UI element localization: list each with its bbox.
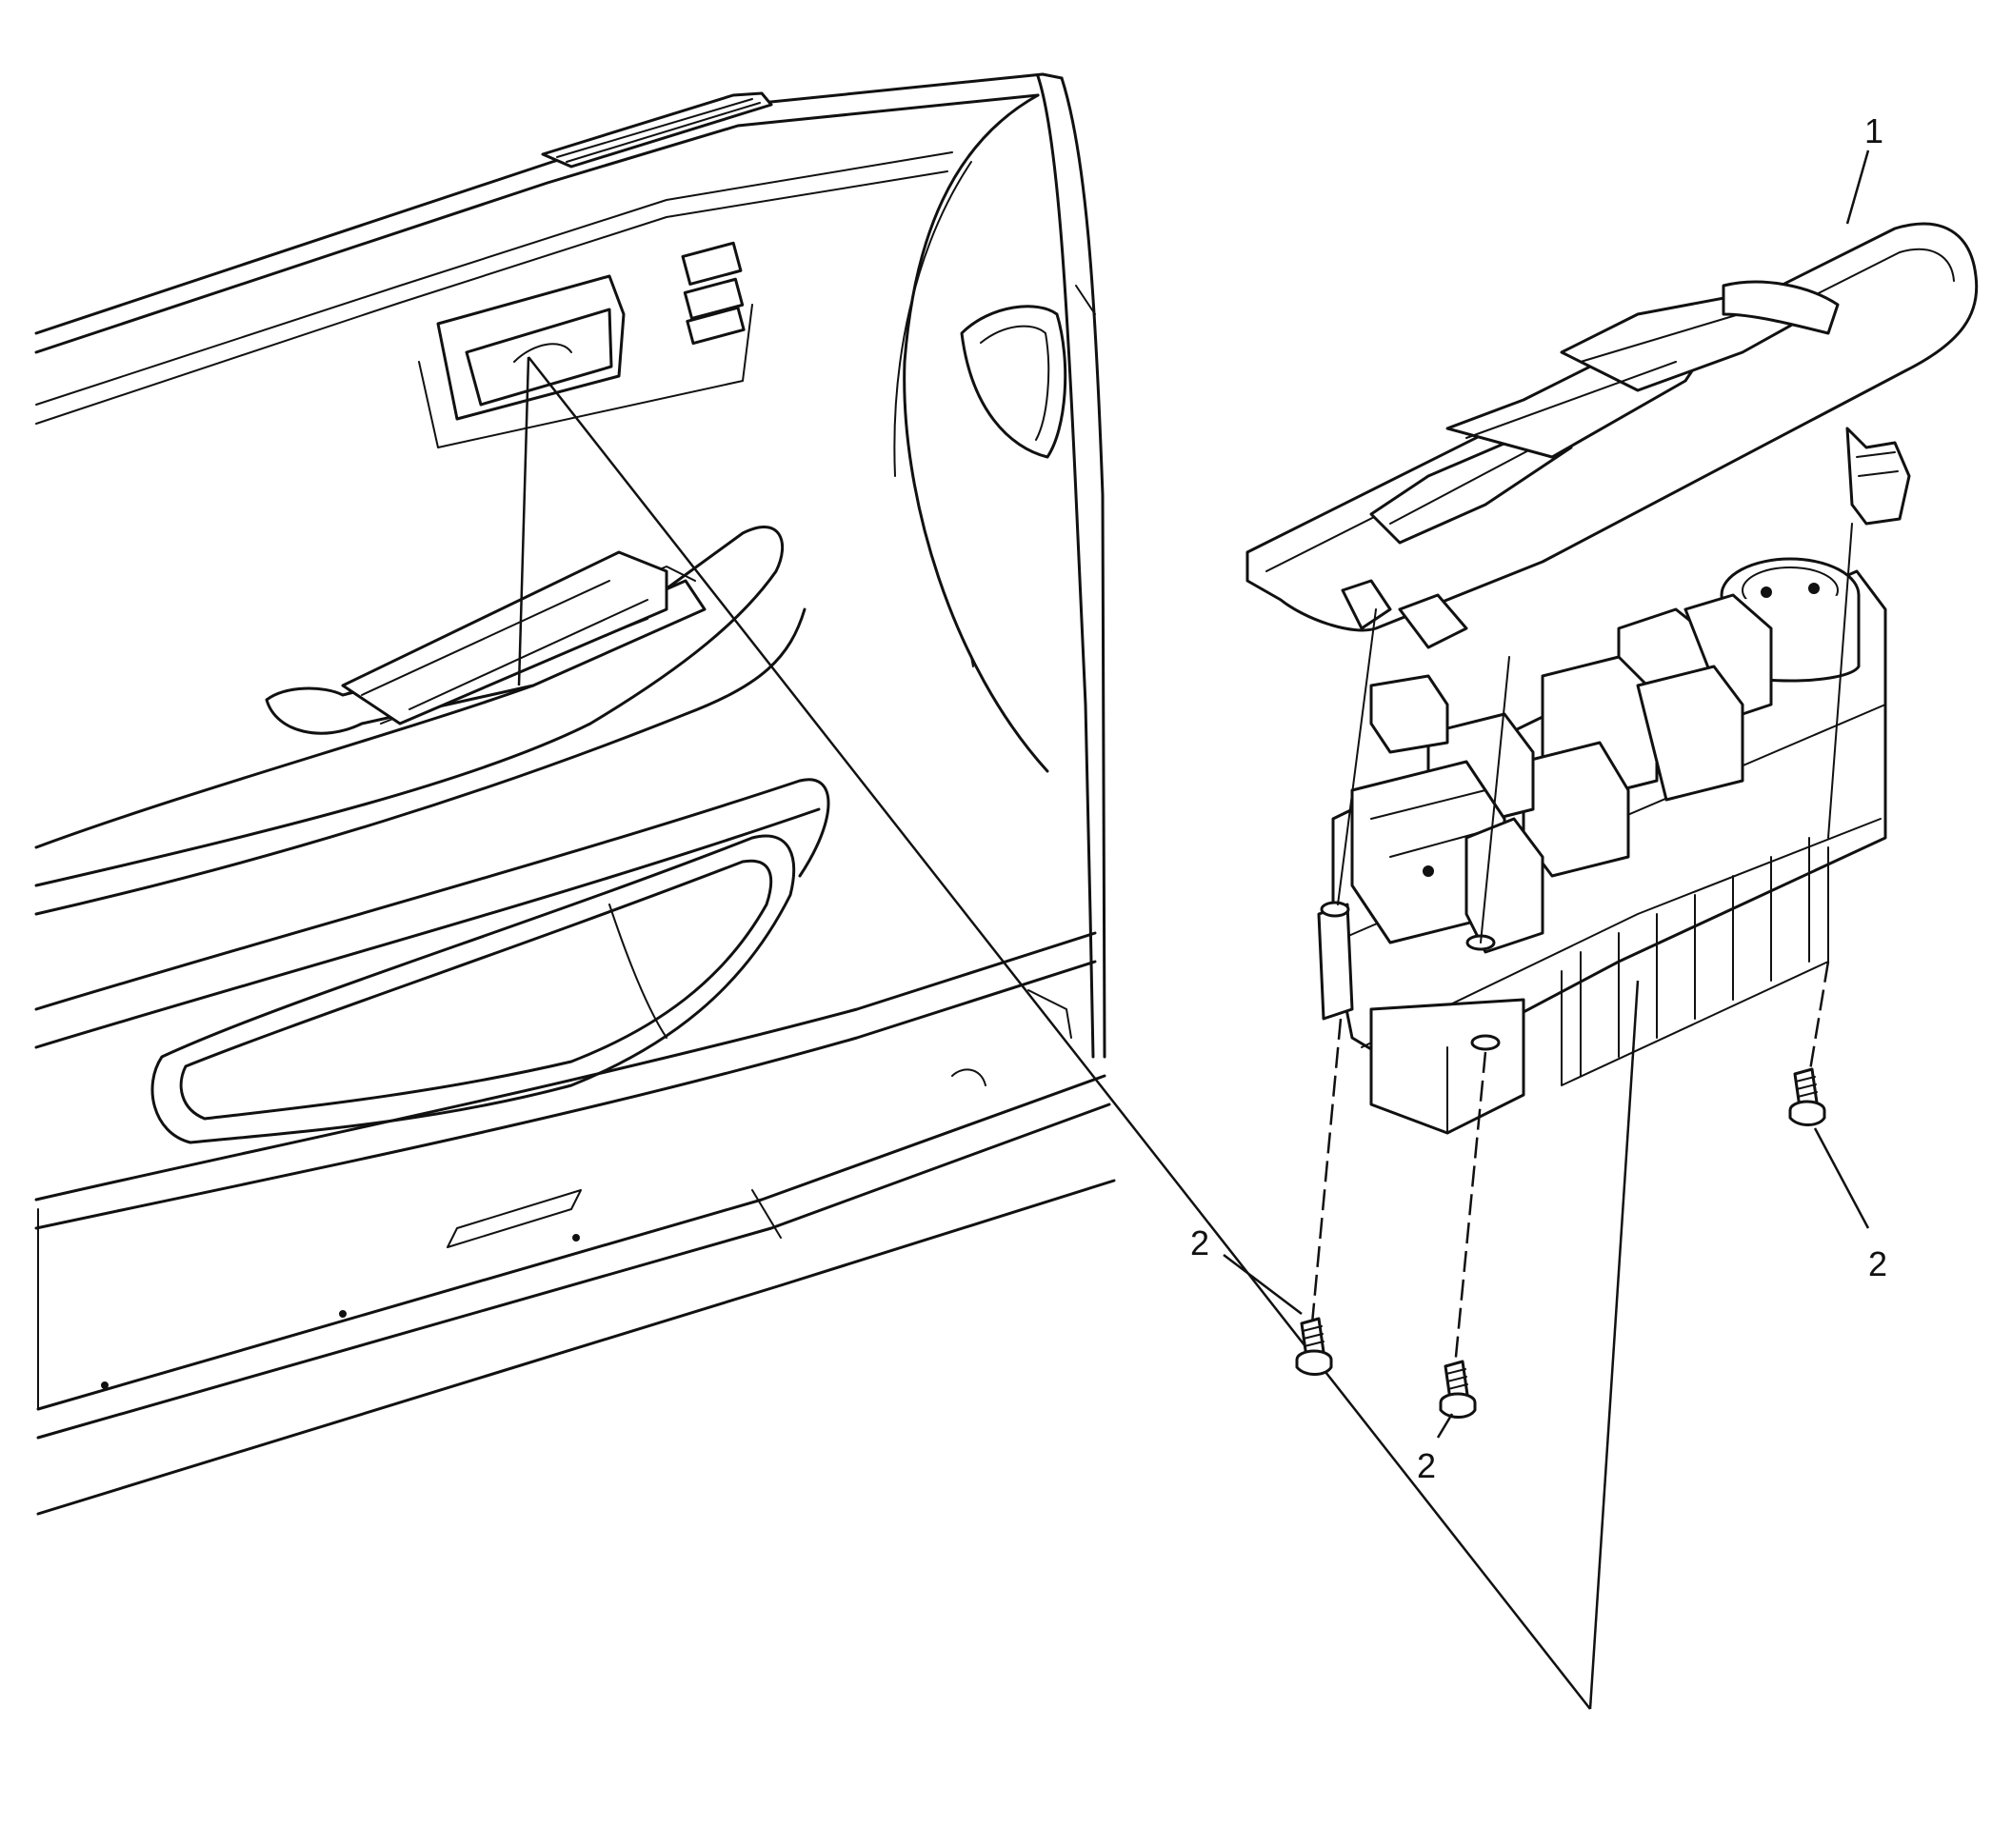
lock-switch [681, 241, 746, 346]
door-trim-panel [34, 72, 1116, 1516]
callout-label-2-middle: 2 [1417, 1446, 1436, 1485]
window-switch-buttons [1350, 593, 1773, 954]
map-pocket [34, 778, 830, 1144]
callout-label-1: 1 [1864, 111, 1883, 150]
speaker-grille [541, 91, 773, 169]
assembly-guide-lines [1310, 523, 1853, 1367]
switch-module [1317, 557, 1887, 1135]
location-leader-lines [517, 356, 1640, 1710]
screw-right [1788, 1067, 1826, 1126]
screw-middle [1439, 1360, 1477, 1419]
screw-left [1295, 1317, 1333, 1376]
callout-2-right: 2 [1813, 1127, 1887, 1283]
window-switch-panel [1245, 222, 1979, 649]
inside-handle-bezel [436, 274, 626, 421]
callout-label-2-left: 2 [1190, 1223, 1209, 1262]
callout-label-2-right: 2 [1868, 1244, 1887, 1283]
callout-2-middle: 2 [1417, 1413, 1454, 1485]
callout-1: 1 [1845, 111, 1883, 225]
armrest [34, 526, 807, 916]
pull-handle-cup [960, 305, 1067, 459]
callout-2-left: 2 [1190, 1223, 1303, 1315]
